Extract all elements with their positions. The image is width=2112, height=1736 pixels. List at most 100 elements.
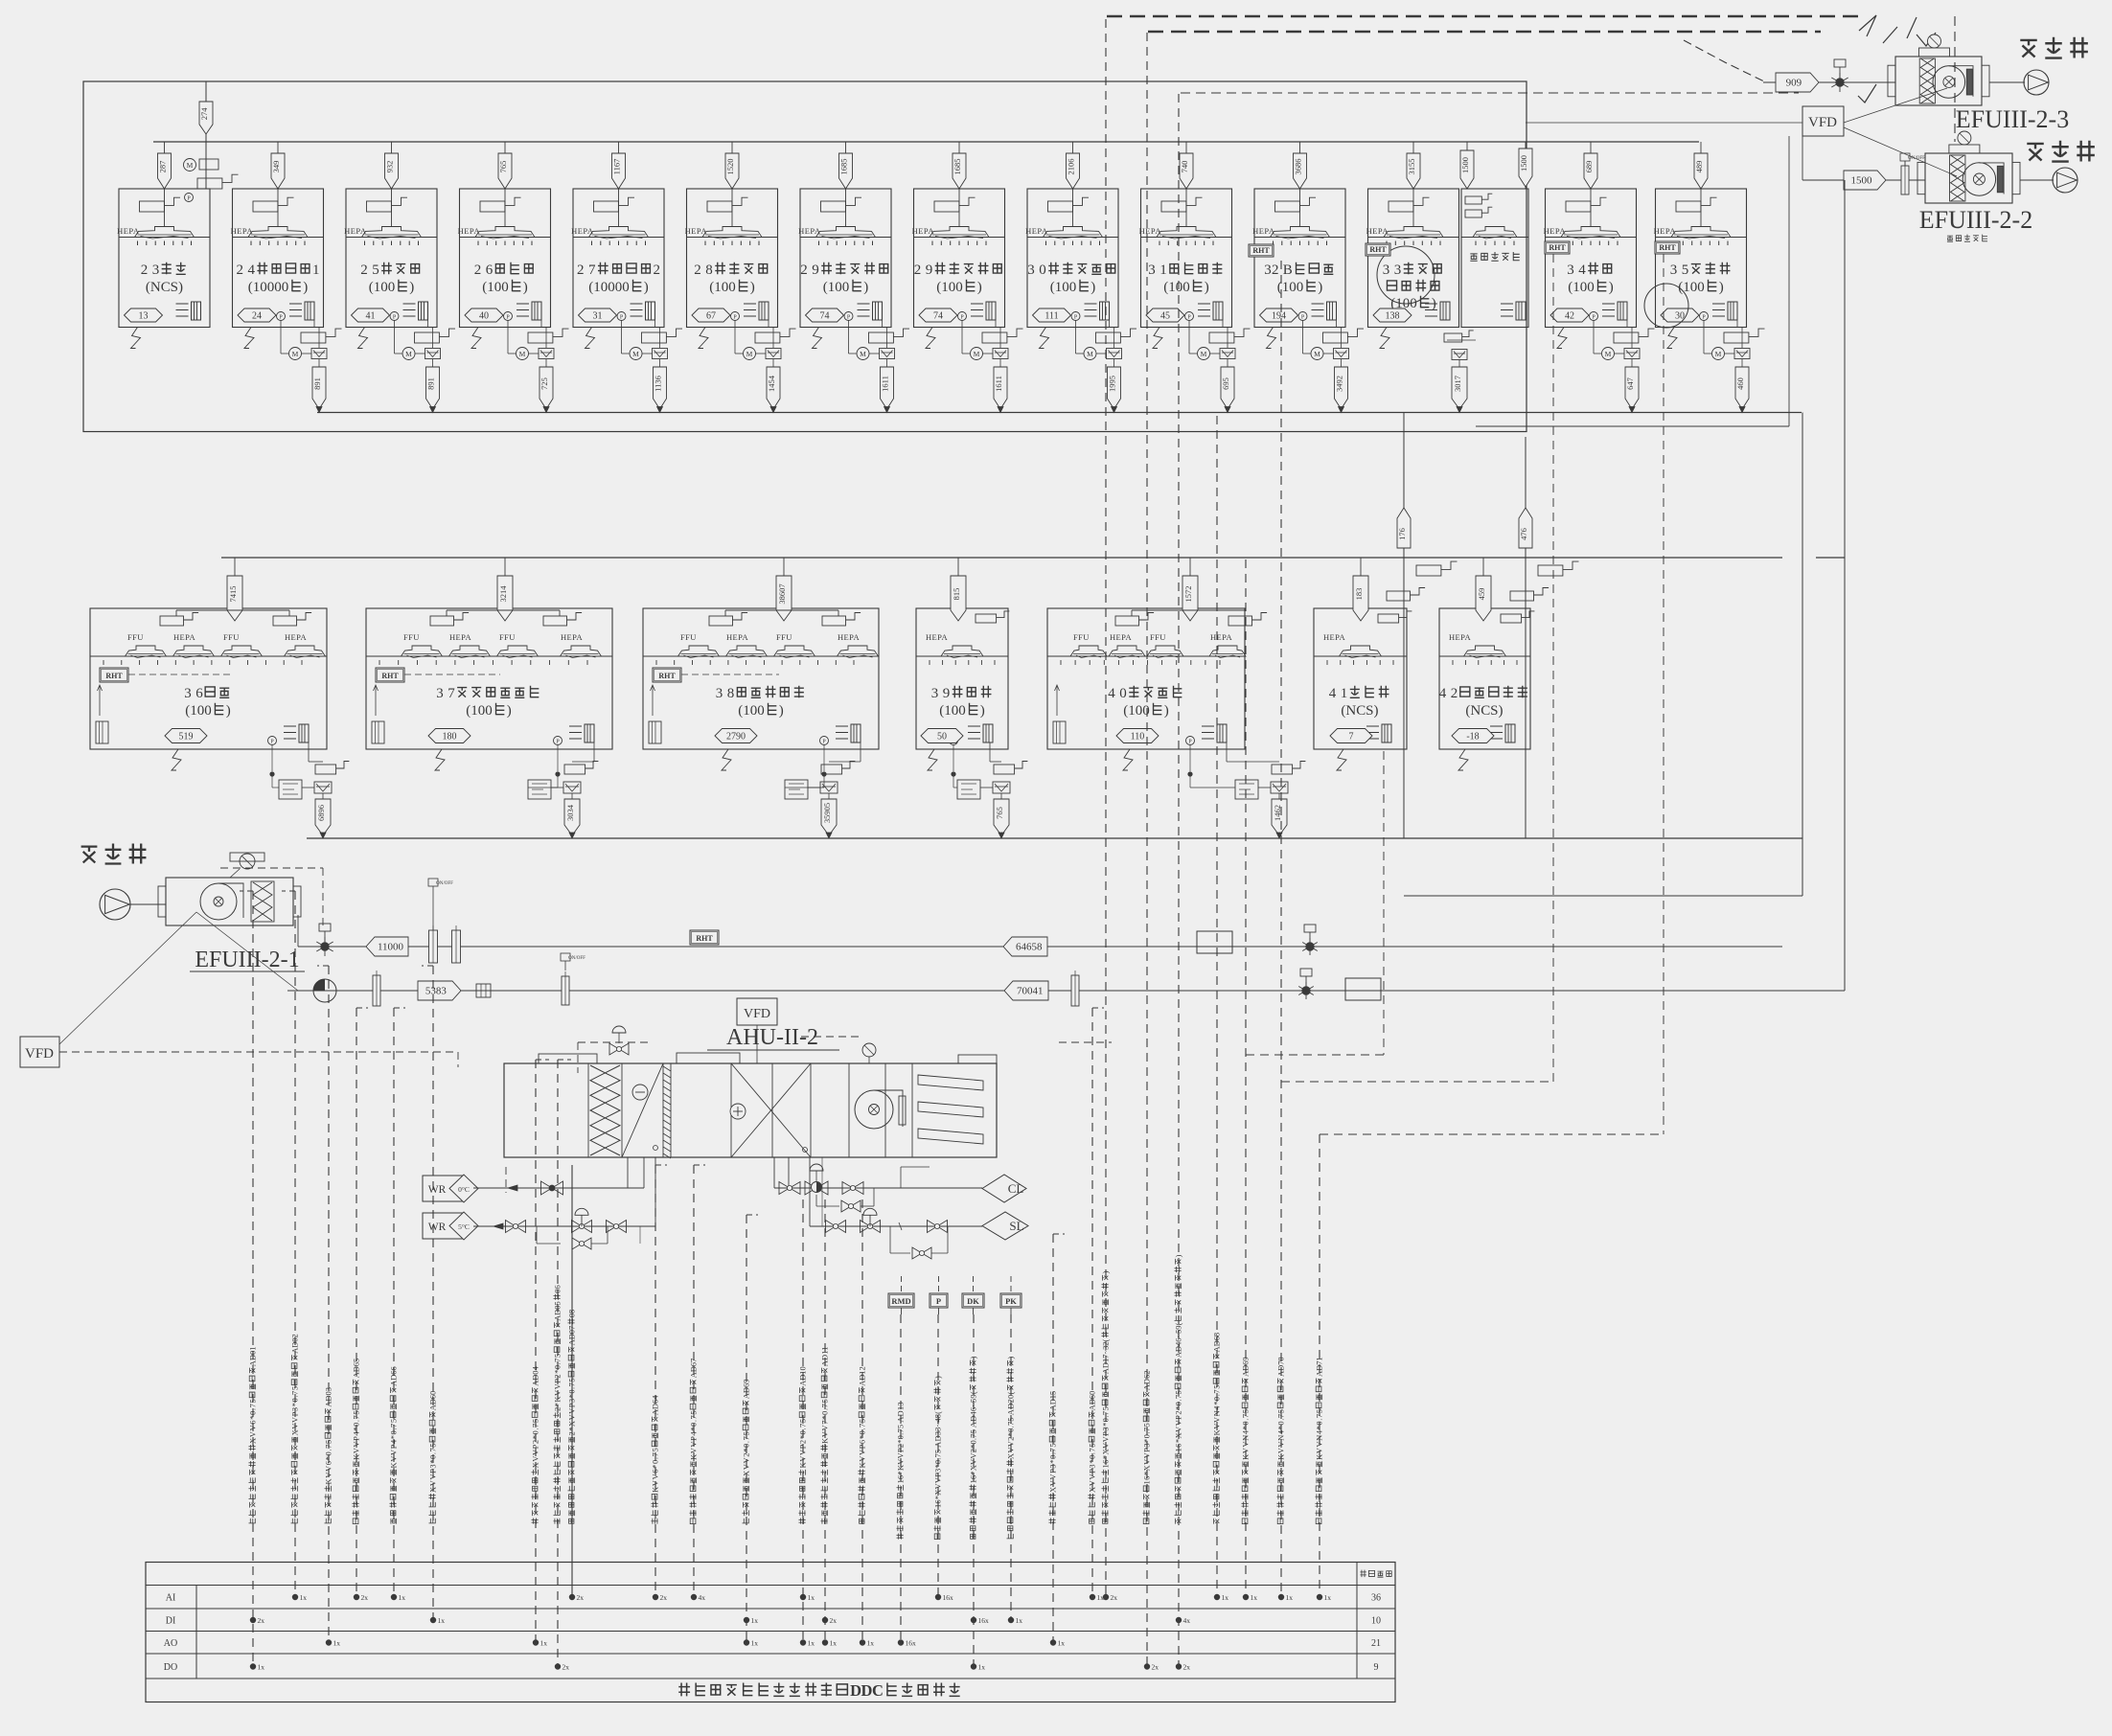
svg-text:1x: 1x — [438, 1616, 446, 1625]
svg-text:HEPA: HEPA — [173, 632, 195, 642]
svg-text:74: 74 — [820, 311, 830, 322]
svg-text:5383: 5383 — [425, 986, 448, 997]
svg-text:FFU: FFU — [1150, 632, 1166, 642]
svg-text:1611: 1611 — [881, 376, 890, 392]
svg-text:): ) — [1205, 280, 1209, 295]
svg-text:P: P — [279, 314, 283, 320]
svg-text:AD01: AD01 — [248, 1347, 258, 1367]
svg-text:FFU: FFU — [1073, 632, 1090, 642]
svg-text:5°C: 5°C — [458, 1222, 470, 1231]
svg-text:3017: 3017 — [1453, 376, 1462, 392]
svg-text:HEPA: HEPA — [285, 632, 307, 642]
svg-text:RHT: RHT — [1659, 243, 1676, 252]
svg-text:HEPA: HEPA — [231, 226, 254, 236]
svg-text:0°C: 0°C — [458, 1185, 470, 1194]
svg-text:): ) — [1174, 1255, 1183, 1258]
svg-text:AD69: AD69 — [1241, 1357, 1251, 1377]
svg-text:KVV7*0.75: KVV7*0.75 — [820, 1399, 830, 1444]
svg-text:70041: 70041 — [1017, 986, 1044, 997]
svg-text:): ) — [523, 280, 528, 295]
svg-text:KVV6*0.75: KVV6*0.75 — [651, 1448, 660, 1493]
svg-text:EFUIII-2-2: EFUIII-2-2 — [1919, 206, 2032, 234]
svg-text:HEPA: HEPA — [1210, 632, 1232, 642]
svg-text:EFUIII-2-3: EFUIII-2-3 — [1956, 105, 2069, 133]
svg-text:P: P — [1702, 314, 1706, 320]
svg-text:1685: 1685 — [953, 159, 962, 175]
svg-text:RHT: RHT — [1252, 246, 1270, 255]
svg-text:2x: 2x — [361, 1593, 369, 1602]
svg-text:(100: (100 — [939, 703, 965, 719]
svg-text:KVVP2*0.75: KVVP2*0.75 — [798, 1419, 808, 1469]
svg-text:KVVN4*0.75: KVVN4*0.75 — [1241, 1409, 1251, 1460]
svg-text:AD15: AD15 — [1048, 1391, 1058, 1411]
svg-text:21: 21 — [1371, 1638, 1381, 1649]
svg-text:P: P — [733, 314, 737, 320]
svg-text:HEPA: HEPA — [1252, 226, 1275, 236]
svg-text:AD46~59(: AD46~59( — [1174, 1322, 1183, 1358]
svg-text:XVVP3*0.75: XVVP3*0.75 — [428, 1443, 438, 1493]
svg-text:36: 36 — [1371, 1593, 1381, 1604]
svg-text:1685: 1685 — [839, 159, 849, 175]
svg-text:P: P — [620, 314, 624, 320]
svg-text:4x: 4x — [1183, 1616, 1191, 1625]
svg-text:WR: WR — [428, 1184, 447, 1196]
svg-text:10: 10 — [1371, 1616, 1381, 1627]
svg-text:(100: (100 — [1678, 280, 1704, 295]
svg-text:HEPA: HEPA — [1366, 226, 1389, 236]
svg-text:(10000: (10000 — [588, 280, 630, 295]
svg-text:1572: 1572 — [1183, 586, 1193, 603]
svg-text:40: 40 — [479, 311, 489, 322]
svg-text:M: M — [1715, 350, 1722, 358]
svg-text:HEPA: HEPA — [561, 632, 583, 642]
svg-text:138: 138 — [1386, 311, 1400, 322]
svg-text:VFD: VFD — [744, 1007, 770, 1021]
svg-text:(100: (100 — [482, 280, 508, 295]
svg-text:1x: 1x — [978, 1662, 986, 1671]
svg-text:765: 765 — [995, 807, 1004, 819]
svg-text:(100: (100 — [1277, 280, 1303, 295]
svg-text:1500: 1500 — [1460, 157, 1470, 173]
svg-text:24: 24 — [252, 311, 262, 322]
svg-text:AD07: AD07 — [567, 1326, 577, 1346]
svg-text:M: M — [187, 161, 194, 170]
svg-text:(100: (100 — [936, 280, 962, 295]
svg-text:XVVP3*0.75: XVVP3*0.75 — [1088, 1443, 1097, 1493]
svg-text:(NCS): (NCS) — [146, 280, 183, 295]
svg-text:AD67: AD67 — [689, 1359, 699, 1379]
svg-text:1x: 1x — [751, 1616, 759, 1625]
svg-text:4x: 4x — [699, 1593, 706, 1602]
svg-text:P: P — [1074, 314, 1078, 320]
svg-text:1611: 1611 — [994, 376, 1003, 392]
svg-text:): ) — [507, 703, 512, 719]
svg-text:AD05: AD05 — [553, 1301, 562, 1321]
svg-text:(100: (100 — [1568, 280, 1594, 295]
svg-text:HEPA: HEPA — [838, 632, 860, 642]
svg-text:16*XVV2*0.75 AD46~59(: 16*XVV2*0.75 AD46~59( — [969, 1391, 978, 1483]
svg-text:50: 50 — [937, 732, 947, 742]
svg-text:11000: 11000 — [378, 942, 404, 953]
svg-text:932: 932 — [385, 161, 395, 173]
svg-text:AD68: AD68 — [1212, 1333, 1222, 1353]
svg-text:): ) — [1609, 280, 1614, 295]
svg-text:1995: 1995 — [1108, 376, 1117, 392]
svg-text:(100: (100 — [369, 280, 395, 295]
svg-text:AD17~32(: AD17~32( — [1101, 1338, 1111, 1374]
svg-text:AD11: AD11 — [820, 1347, 830, 1367]
svg-text:P: P — [270, 739, 274, 744]
svg-text:XVV6*0.75: XVV6*0.75 — [248, 1399, 258, 1444]
svg-text:M: M — [1201, 350, 1207, 358]
svg-text:16x: 16x — [978, 1616, 990, 1625]
svg-text:2790: 2790 — [726, 732, 746, 742]
svg-text:1500: 1500 — [1519, 155, 1528, 171]
svg-text:41: 41 — [366, 311, 376, 322]
svg-text:(100: (100 — [709, 280, 735, 295]
svg-text:AD60: AD60 — [1088, 1391, 1097, 1411]
svg-text:AD64: AD64 — [651, 1395, 660, 1415]
svg-text:KVVP4*0.75: KVVP4*0.75 — [689, 1410, 699, 1460]
svg-text:3492: 3492 — [1335, 376, 1344, 392]
svg-text:KVVP4*0.75: KVVP4*0.75 — [352, 1410, 361, 1460]
svg-text:459: 459 — [1477, 588, 1486, 601]
svg-text:287: 287 — [158, 161, 168, 173]
svg-text:2x: 2x — [562, 1662, 570, 1671]
svg-text:1x: 1x — [1097, 1593, 1105, 1602]
